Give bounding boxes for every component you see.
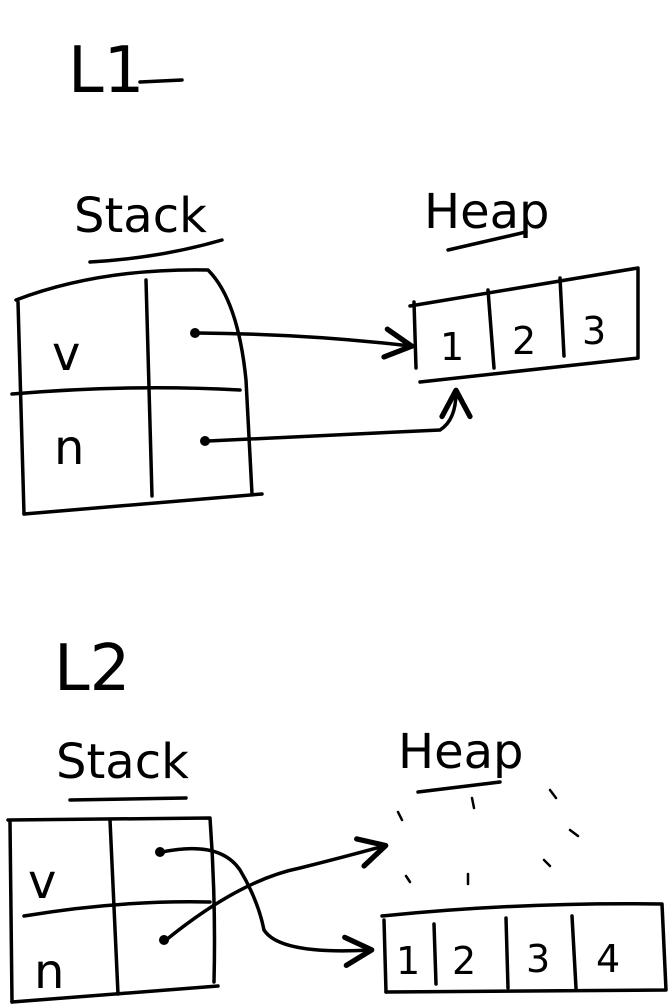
stack-title-underline [68, 796, 188, 802]
diagram-label-l1: L1 [68, 34, 144, 108]
stack-var-v: v [52, 326, 80, 382]
pointer-dot-v [155, 847, 165, 857]
heap-value: 2 [452, 939, 476, 983]
pointer-dot-n [200, 436, 210, 446]
stack-title: Stack [74, 188, 207, 244]
label-underline [138, 78, 184, 84]
stack-var-n: n [34, 944, 64, 1000]
heap-value: 1 [440, 325, 464, 369]
pointer-arrow-v [196, 326, 415, 360]
heap-value: 1 [396, 939, 420, 983]
stack-title: Stack [56, 734, 189, 790]
heap-array [408, 266, 640, 384]
stack-var-v: v [28, 854, 56, 910]
pointer-arrow-n [206, 387, 473, 443]
diagram-l1: L1 Stack Heap v n 1 2 3 [10, 34, 640, 516]
pointer-arrow-n [164, 836, 389, 942]
pointer-dot-v [190, 328, 200, 338]
heap-value: 2 [512, 319, 536, 363]
heap-title: Heap [398, 724, 524, 780]
heap-array [380, 902, 668, 994]
stack-frame [10, 268, 264, 516]
heap-title-underline [446, 230, 528, 252]
stack-var-n: n [54, 420, 84, 476]
diagram-label-l2: L2 [54, 632, 130, 706]
stack-title-underline [88, 238, 224, 264]
freed-memory-marks [396, 788, 580, 886]
heap-value: 3 [526, 937, 550, 981]
pointer-arrow-v [160, 846, 375, 968]
diagram-l2: L2 Stack Heap v n [6, 632, 668, 1004]
heap-title: Heap [424, 184, 550, 240]
heap-value: 3 [582, 309, 606, 353]
heap-value: 4 [596, 937, 620, 981]
stack-frame [6, 816, 220, 1004]
heap-title-underline [416, 780, 502, 794]
